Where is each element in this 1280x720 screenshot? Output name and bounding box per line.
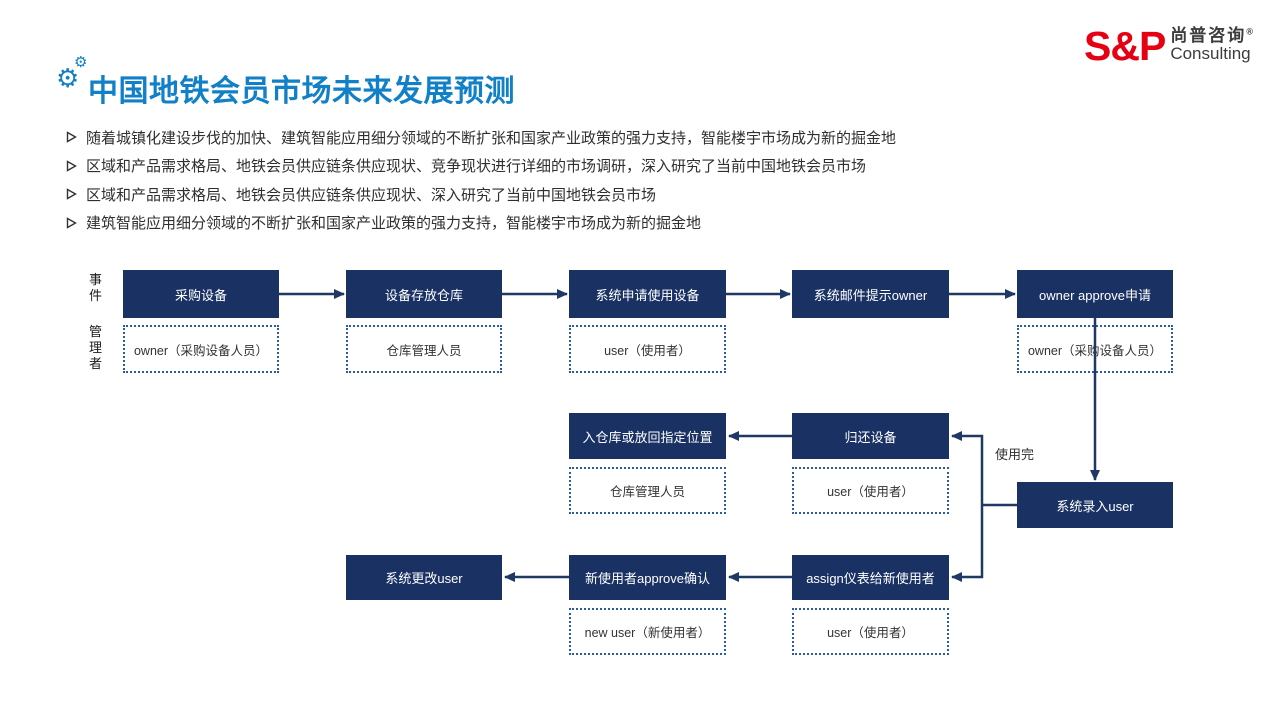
arrowhead-icon	[66, 160, 77, 172]
bullet-text: 区域和产品需求格局、地铁会员供应链条供应现状、竞争现状进行详细的市场调研，深入研…	[86, 158, 867, 176]
logo-cn-text: 尚普咨询®	[1170, 27, 1253, 45]
logo-text-block: 尚普咨询® Consulting	[1170, 27, 1253, 63]
bullet-text: 随着城镇化建设步伐的加快、建筑智能应用细分领域的不断扩张和国家产业政策的强力支持…	[86, 129, 897, 147]
flow-node-new-user-approve: 新使用者approve确认	[569, 555, 726, 600]
row-label-manager: 管理者	[88, 324, 102, 371]
edge-label-usage-complete: 使用完	[995, 447, 1035, 462]
bullet-list: 随着城镇化建设步伐的加快、建筑智能应用细分领域的不断扩张和国家产业政策的强力支持…	[66, 123, 1226, 237]
bullet-item: 区域和产品需求格局、地铁会员供应链条供应现状、竞争现状进行详细的市场调研，深入研…	[66, 152, 1226, 181]
flow-node-assign-to-new-user: assign仪表给新使用者	[792, 555, 949, 600]
logo-sp-text: S&P	[1084, 22, 1166, 69]
bullet-text: 建筑智能应用细分领域的不断扩张和国家产业政策的强力支持，智能楼宇市场成为新的掘金…	[86, 215, 702, 233]
flow-node-purchase-device: 采购设备	[123, 270, 279, 318]
flow-node-system-email-owner: 系统邮件提示owner	[792, 270, 949, 318]
row-label-event: 事件	[88, 272, 102, 303]
bullet-item: 随着城镇化建设步伐的加快、建筑智能应用细分领域的不断扩张和国家产业政策的强力支持…	[66, 123, 1226, 152]
gear-small-icon: ⚙	[74, 54, 88, 71]
flow-node-manager-new-user: new user（新使用者）	[569, 608, 726, 655]
flow-node-system-change-user: 系统更改user	[346, 555, 502, 600]
logo-cn-name: 尚普咨询	[1170, 26, 1247, 45]
flow-node-manager-owner-1: owner（采购设备人员）	[123, 325, 279, 373]
logo-en-text: Consulting	[1170, 43, 1251, 63]
company-logo: S&P 尚普咨询® Consulting	[1084, 22, 1253, 69]
gear-large-icon: ⚙	[56, 63, 80, 93]
bullet-item: 区域和产品需求格局、地铁会员供应链条供应现状、深入研究了当前中国地铁会员市场	[66, 180, 1226, 209]
flow-node-manager-owner-2: owner（采购设备人员）	[1017, 325, 1173, 373]
flow-node-manager-warehouse-1: 仓库管理人员	[346, 325, 502, 373]
flow-node-owner-approve: owner approve申请	[1017, 270, 1173, 318]
flow-node-return-to-location: 入仓库或放回指定位置	[569, 413, 726, 459]
bullet-item: 建筑智能应用细分领域的不断扩张和国家产业政策的强力支持，智能楼宇市场成为新的掘金…	[66, 209, 1226, 238]
page-title: 中国地铁会员市场未来发展预测	[88, 75, 515, 108]
flow-node-manager-user-2: user（使用者）	[792, 467, 949, 514]
flow-node-return-device: 归还设备	[792, 413, 949, 459]
logo-registered-mark: ®	[1246, 26, 1253, 37]
flow-node-manager-user-3: user（使用者）	[792, 608, 949, 655]
gears-icon: ⚙ ⚙	[56, 54, 96, 97]
arrowhead-icon	[66, 217, 77, 229]
arrowhead-icon	[66, 131, 77, 143]
flow-node-manager-warehouse-2: 仓库管理人员	[569, 467, 726, 514]
flow-node-store-in-warehouse: 设备存放仓库	[346, 270, 502, 318]
arrowhead-icon	[66, 188, 77, 200]
flow-node-system-apply-device: 系统申请使用设备	[569, 270, 726, 318]
flow-node-system-record-user: 系统录入user	[1017, 482, 1173, 528]
flow-node-manager-user-1: user（使用者）	[569, 325, 726, 373]
bullet-text: 区域和产品需求格局、地铁会员供应链条供应现状、深入研究了当前中国地铁会员市场	[86, 186, 657, 204]
